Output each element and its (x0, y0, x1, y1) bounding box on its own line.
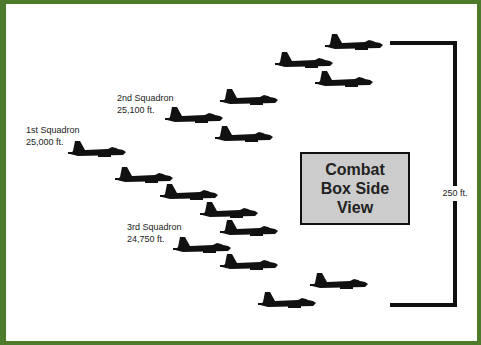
gray-box: Combat Box Side View (300, 152, 410, 225)
squadron-label: 24,750 ft. (127, 234, 165, 245)
squadron-label: 2nd Squadron (117, 93, 174, 104)
squadron-label: 25,000 ft. (26, 137, 64, 148)
box-title: Combat Box Side View (308, 160, 402, 217)
squadron-label: 1st Squadron (26, 125, 80, 136)
squadron-label: 3rd Squadron (127, 222, 182, 233)
dimension-label: 250 ft. (441, 186, 468, 201)
squadron-label: 25,100 ft. (117, 105, 155, 116)
frame-edge (0, 0, 6, 345)
